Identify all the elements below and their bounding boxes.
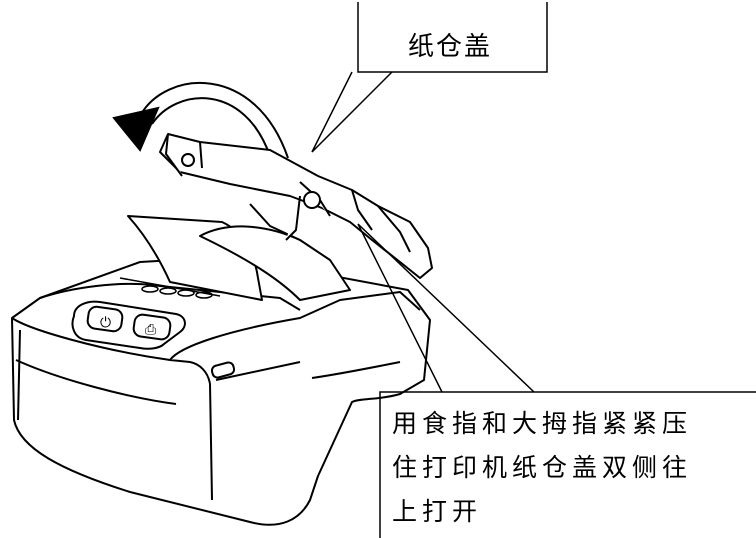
power-icon[interactable]: ⏻	[100, 315, 111, 331]
instruction-line: 用食指和大拇指紧紧压	[392, 409, 693, 438]
feed-icon[interactable]: ⎙	[145, 322, 156, 338]
printer-body	[11, 257, 431, 526]
rotation-arrow	[112, 81, 289, 159]
instruction-text: 用食指和大拇指紧紧压 住打印机纸仓盖双侧往 上打开	[392, 402, 756, 534]
paper-sheet	[127, 215, 351, 301]
instruction-line: 上打开	[392, 497, 483, 526]
cover-label: 纸仓盖	[408, 32, 493, 62]
button-panel: ⏻ ⎙	[71, 300, 186, 350]
instruction-callout	[357, 223, 756, 538]
usb-port	[210, 361, 236, 379]
indicator-lights	[119, 277, 221, 299]
instruction-line: 住打印机纸仓盖双侧往	[392, 453, 693, 482]
paper-compartment-cover	[159, 133, 433, 279]
cover-callout	[311, 2, 548, 153]
